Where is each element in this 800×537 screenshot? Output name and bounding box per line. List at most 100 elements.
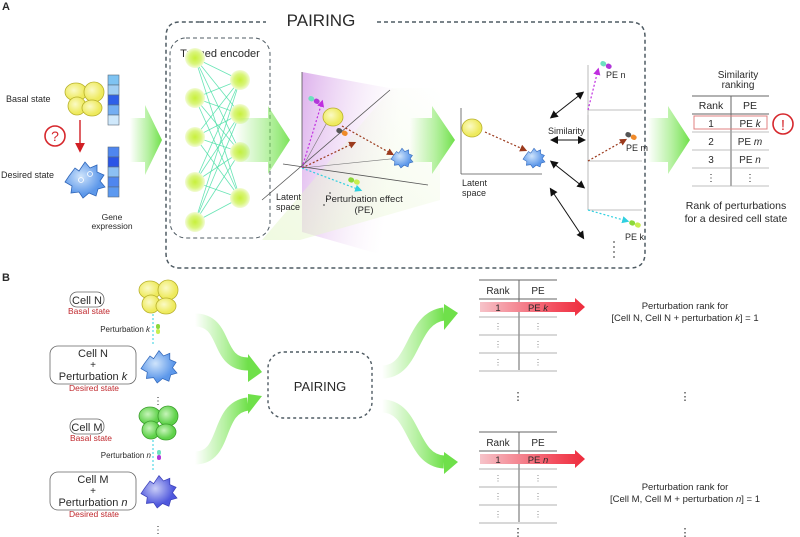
similarity-label: Similarity [548, 126, 585, 136]
gene-cell [107, 94, 120, 106]
pe-k-label: PE k [625, 232, 645, 242]
pairing-title: PAIRING [287, 11, 356, 30]
perturbation-effect-label-1: Perturbation effect [325, 194, 403, 205]
ranking-rank-cell: 2 [708, 137, 714, 148]
svg-text:?: ? [51, 128, 59, 144]
filler-cell: ⋮ [494, 474, 502, 483]
cell-n-basal-icon [138, 279, 179, 315]
flow-arrows-out [381, 304, 458, 474]
cell-n-basal: Basal state [68, 306, 110, 316]
pairing-title-b: PAIRING [294, 379, 347, 394]
desired-cell-icon [64, 161, 106, 199]
filler-cell: ⋮ [534, 474, 542, 483]
svg-text:!: ! [781, 117, 785, 134]
network-edge [194, 113, 241, 223]
top-pe-cell: PE k [528, 303, 549, 314]
gene-cell [107, 156, 120, 168]
network-node [185, 88, 205, 108]
pe-n-label: PE n [606, 70, 626, 80]
latent-space-2d [460, 108, 546, 175]
gene-expression-label-2: expression [91, 221, 132, 231]
pe-axes [587, 65, 642, 211]
svg-text:Cell M: Cell M [77, 474, 108, 486]
perturbation-n-desired: Perturbation n [58, 497, 127, 509]
network-node [230, 188, 250, 208]
network-edge [194, 151, 241, 223]
flow-arrow-1 [130, 105, 162, 175]
perturbation-n-label: Perturbation n [101, 451, 152, 460]
ranking-caption-1: Rank of perturbations [686, 200, 786, 212]
pe-header: PE [531, 286, 545, 297]
filler-cell: ⋮ [494, 358, 502, 367]
pill-n-icon [157, 450, 161, 460]
gene-cell [107, 114, 120, 126]
desired-gene-expression [107, 146, 120, 198]
ranking-pe-cell: PE n [739, 155, 761, 166]
result-text-line2: [Cell M, Cell M + perturbation n] = 1 [610, 494, 760, 505]
network-edge [194, 57, 241, 153]
cell-m-label: Cell M [71, 422, 102, 434]
flow-arrow-3 [410, 106, 455, 174]
filler-cell: ⋮ [494, 322, 502, 331]
desired-state-label: Desired state [1, 170, 54, 180]
ranking-table [692, 95, 769, 187]
svg-text:+: + [90, 486, 96, 497]
network-edge [194, 113, 241, 183]
network-edge [194, 79, 241, 138]
perturbation-effect-label-2: (PE) [355, 205, 374, 216]
ranking-header-pe: PE [743, 100, 757, 112]
filler-cell: ⋮ [494, 510, 502, 519]
filler-cell: ⋮ [494, 492, 502, 501]
panel-a-label: A [2, 1, 10, 13]
table-ellipsis: ⋮ [513, 391, 524, 403]
pe-vectors [587, 61, 641, 258]
perturbation-k-desired: Perturbation k [59, 371, 128, 383]
ranking-title-2: ranking [722, 80, 755, 91]
perturbation-k-label: Perturbation k [100, 325, 151, 334]
cell-n-desired-icon [140, 350, 178, 384]
svg-text:Cell N: Cell N [78, 348, 108, 360]
gene-cell [107, 146, 120, 158]
highlight-arrow [480, 298, 585, 316]
ranking-pe-cell: ⋮ [745, 173, 755, 184]
table-ellipsis-bottom: ⋮ [513, 527, 524, 537]
panel-b-label: B [2, 272, 10, 284]
flow-arrow-4 [648, 106, 690, 174]
gene-cell [107, 186, 120, 198]
network-edge [194, 57, 241, 199]
cell-n-label: Cell N [72, 295, 102, 307]
ranking-header-rank: Rank [699, 100, 724, 112]
gene-cell [107, 104, 120, 116]
gene-cell [107, 84, 120, 96]
svg-text:⋮: ⋮ [153, 396, 163, 407]
ranking-pe-cell: PE m [738, 137, 762, 148]
cell-n-desired: Desired state [69, 383, 119, 393]
svg-text:+: + [90, 360, 96, 371]
filler-cell: ⋮ [534, 340, 542, 349]
group-cell-m: Cell M Basal state Perturbation n Cell M… [49, 405, 179, 536]
basal-state-label: Basal state [6, 94, 51, 104]
filler-cell: ⋮ [534, 322, 542, 331]
result-text-line2: [Cell N, Cell N + perturbation k] = 1 [611, 313, 758, 324]
gene-cell [107, 166, 120, 178]
similarity-arrows [549, 91, 586, 240]
filler-cell: ⋮ [494, 340, 502, 349]
pill-k-icon [629, 220, 641, 228]
pairing-box [165, 21, 646, 269]
latent-space-label-1: Latent [276, 192, 302, 202]
top-rank-cell: 1 [495, 303, 500, 314]
pairing-box-b [267, 351, 373, 419]
cell-m-desired: Desired state [69, 509, 119, 519]
latent-space-label-2: space [276, 202, 300, 212]
alert-icon: ! [772, 113, 794, 135]
gene-cell [107, 176, 120, 188]
neural-network [185, 48, 250, 232]
latent-space2-label-2: space [462, 188, 486, 198]
network-node [185, 127, 205, 147]
rank-header: Rank [486, 286, 510, 297]
filler-cell: ⋮ [534, 510, 542, 519]
cell-m-basal-icon [138, 405, 179, 441]
